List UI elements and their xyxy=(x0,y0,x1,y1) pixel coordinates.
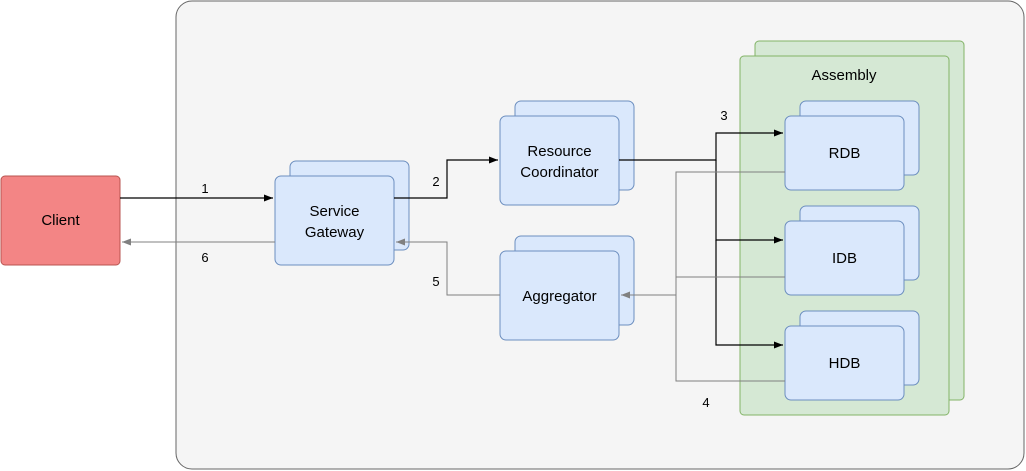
step-label-5: 5 xyxy=(432,274,439,289)
coordinator-label-line1: Resource xyxy=(527,143,591,160)
client-label: Client xyxy=(41,212,80,229)
coordinator-label-line2: Coordinator xyxy=(520,164,598,181)
edge-coordinator-to-rdb[interactable] xyxy=(619,129,783,161)
edge-aggregator-to-gateway[interactable] xyxy=(396,238,500,296)
assembly-label: Assembly xyxy=(811,67,877,84)
edge-rdb-to-aggregator[interactable] xyxy=(675,171,785,295)
aggregator-label: Aggregator xyxy=(522,288,596,305)
aggregator-node[interactable]: Aggregator xyxy=(499,235,635,341)
step-label-3: 3 xyxy=(720,108,727,123)
hdb-node[interactable]: HDB xyxy=(784,310,920,401)
client-box xyxy=(0,175,121,266)
edge-hdb-to-aggregator[interactable] xyxy=(675,295,785,382)
gateway-label-line2: Gateway xyxy=(305,224,365,241)
service-gateway-node[interactable]: Service Gateway xyxy=(274,160,410,266)
idb-node[interactable]: IDB xyxy=(784,205,920,296)
step-label-2: 2 xyxy=(432,174,439,189)
rdb-node[interactable]: RDB xyxy=(784,100,920,191)
step-label-1: 1 xyxy=(201,181,208,196)
edge-coordinator-to-hdb[interactable] xyxy=(715,240,783,349)
coordinator-front-layer xyxy=(499,115,620,206)
hdb-front-layer xyxy=(784,325,905,401)
step-label-6: 6 xyxy=(201,250,208,265)
idb-label: IDB xyxy=(832,250,857,267)
gateway-front-layer xyxy=(274,175,395,266)
idb-front-layer xyxy=(784,220,905,296)
resource-coordinator-node[interactable]: Resource Coordinator xyxy=(499,100,635,206)
edge-gateway-to-coordinator[interactable] xyxy=(394,156,498,199)
step-label-4: 4 xyxy=(702,395,709,410)
rdb-front-layer xyxy=(784,115,905,191)
gateway-label-line1: Service xyxy=(309,203,359,220)
client-node[interactable]: Client xyxy=(0,175,121,266)
hdb-label: HDB xyxy=(829,355,861,372)
rdb-label: RDB xyxy=(829,145,861,162)
